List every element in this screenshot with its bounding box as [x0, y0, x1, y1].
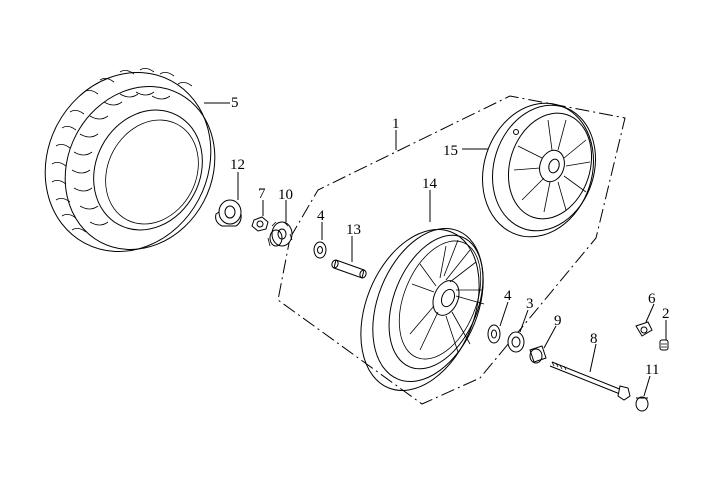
- callout-10: 10: [278, 187, 293, 203]
- tire: [44, 68, 216, 252]
- callout-4-right: 4: [504, 288, 512, 304]
- axle-sleeve-13: [331, 259, 367, 279]
- callout-7: 7: [258, 186, 266, 202]
- bearing-3: [507, 331, 525, 353]
- spacer-4-left: [313, 241, 327, 259]
- nut-7: [251, 216, 269, 232]
- speedometer-gear-10: [267, 221, 293, 247]
- callout-4-left: 4: [317, 208, 325, 224]
- leader-11: [643, 375, 651, 397]
- wheel-rim-14: [360, 227, 485, 391]
- callout-2: 2: [662, 306, 670, 322]
- leader-8: [589, 343, 597, 373]
- callout-11: 11: [645, 362, 659, 378]
- callout-5: 5: [231, 95, 239, 111]
- leader-4-right: [499, 301, 509, 327]
- leader-6: [645, 303, 655, 323]
- screw-2: [659, 339, 669, 351]
- callout-3: 3: [526, 296, 534, 312]
- callout-1: 1: [392, 116, 400, 132]
- assembly-boundary: [277, 95, 626, 405]
- callout-6: 6: [648, 291, 656, 307]
- callout-9: 9: [554, 313, 562, 329]
- cap-nut-11: [635, 396, 649, 412]
- callout-15: 15: [443, 143, 458, 159]
- leader-3: [519, 309, 529, 333]
- spacer-4-right: [487, 324, 501, 344]
- collar-9: [529, 345, 547, 364]
- callout-12: 12: [230, 157, 245, 173]
- callout-13: 13: [346, 222, 361, 238]
- collar-12: [215, 199, 242, 227]
- callout-14: 14: [422, 176, 438, 192]
- grease-fitting-6: [635, 321, 653, 337]
- axle-8: [549, 361, 631, 401]
- wheel-rim-15: [482, 102, 597, 238]
- leader-9: [543, 325, 557, 349]
- callout-8: 8: [590, 331, 598, 347]
